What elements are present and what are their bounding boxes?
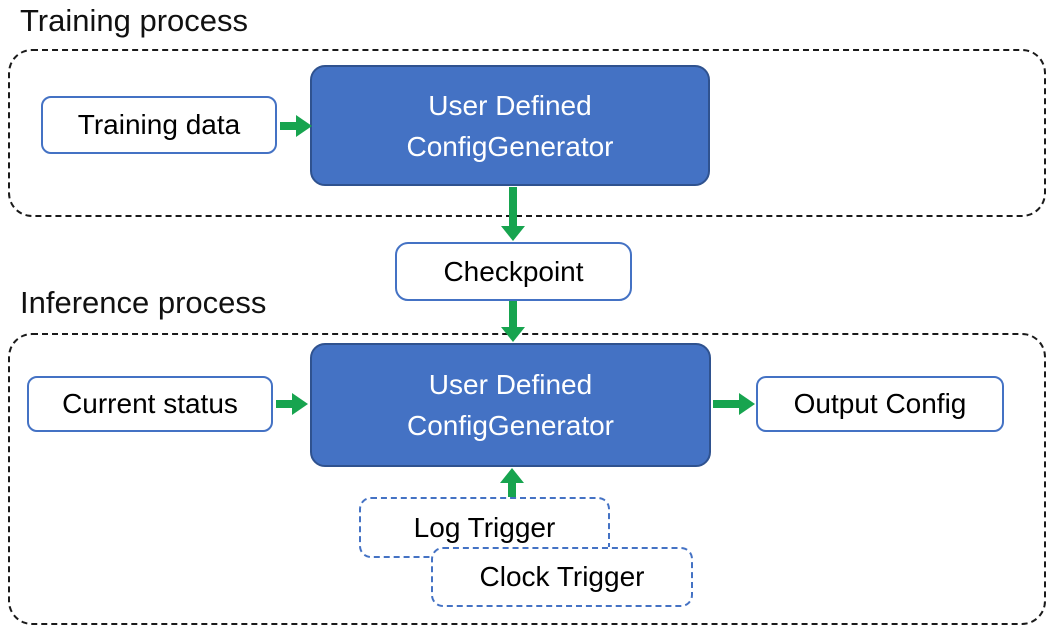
- arrow-head-right-icon: [739, 393, 755, 415]
- arrow-shaft: [280, 122, 297, 130]
- arrow-head-up-icon: [500, 468, 524, 483]
- inference-config-generator-line2: ConfigGenerator: [406, 410, 614, 441]
- arrow-head-down-icon: [501, 226, 525, 241]
- training-config-generator-line2: ConfigGenerator: [406, 130, 614, 162]
- arrow-shaft: [509, 301, 517, 328]
- arrow-shaft: [509, 187, 517, 227]
- training-process-label: Training process: [20, 3, 249, 38]
- training-config-generator-node: User Defined ConfigGenerator: [310, 65, 710, 186]
- arrow-head-right-icon: [292, 393, 308, 415]
- inference-process-label: Inference process: [20, 285, 267, 320]
- arrow-shaft: [276, 400, 293, 408]
- inference-config-generator-line1: User Defined: [428, 369, 593, 400]
- inference-config-generator-node: User Defined ConfigGenerator: [310, 343, 711, 467]
- checkpoint-node: Checkpoint: [395, 242, 632, 301]
- training-process-container: [8, 49, 1046, 217]
- arrow-shaft: [508, 482, 516, 497]
- training-data-node: Training data: [41, 96, 277, 154]
- training-config-generator-line1: User Defined: [428, 89, 592, 121]
- arrow-shaft: [713, 400, 740, 408]
- arrow-head-right-icon: [296, 115, 312, 137]
- output-config-node: Output Config: [756, 376, 1004, 432]
- clock-trigger-node: Clock Trigger: [431, 547, 693, 607]
- arrow-head-down-icon: [501, 327, 525, 342]
- inference-process-container: [8, 333, 1046, 625]
- current-status-node: Current status: [27, 376, 273, 432]
